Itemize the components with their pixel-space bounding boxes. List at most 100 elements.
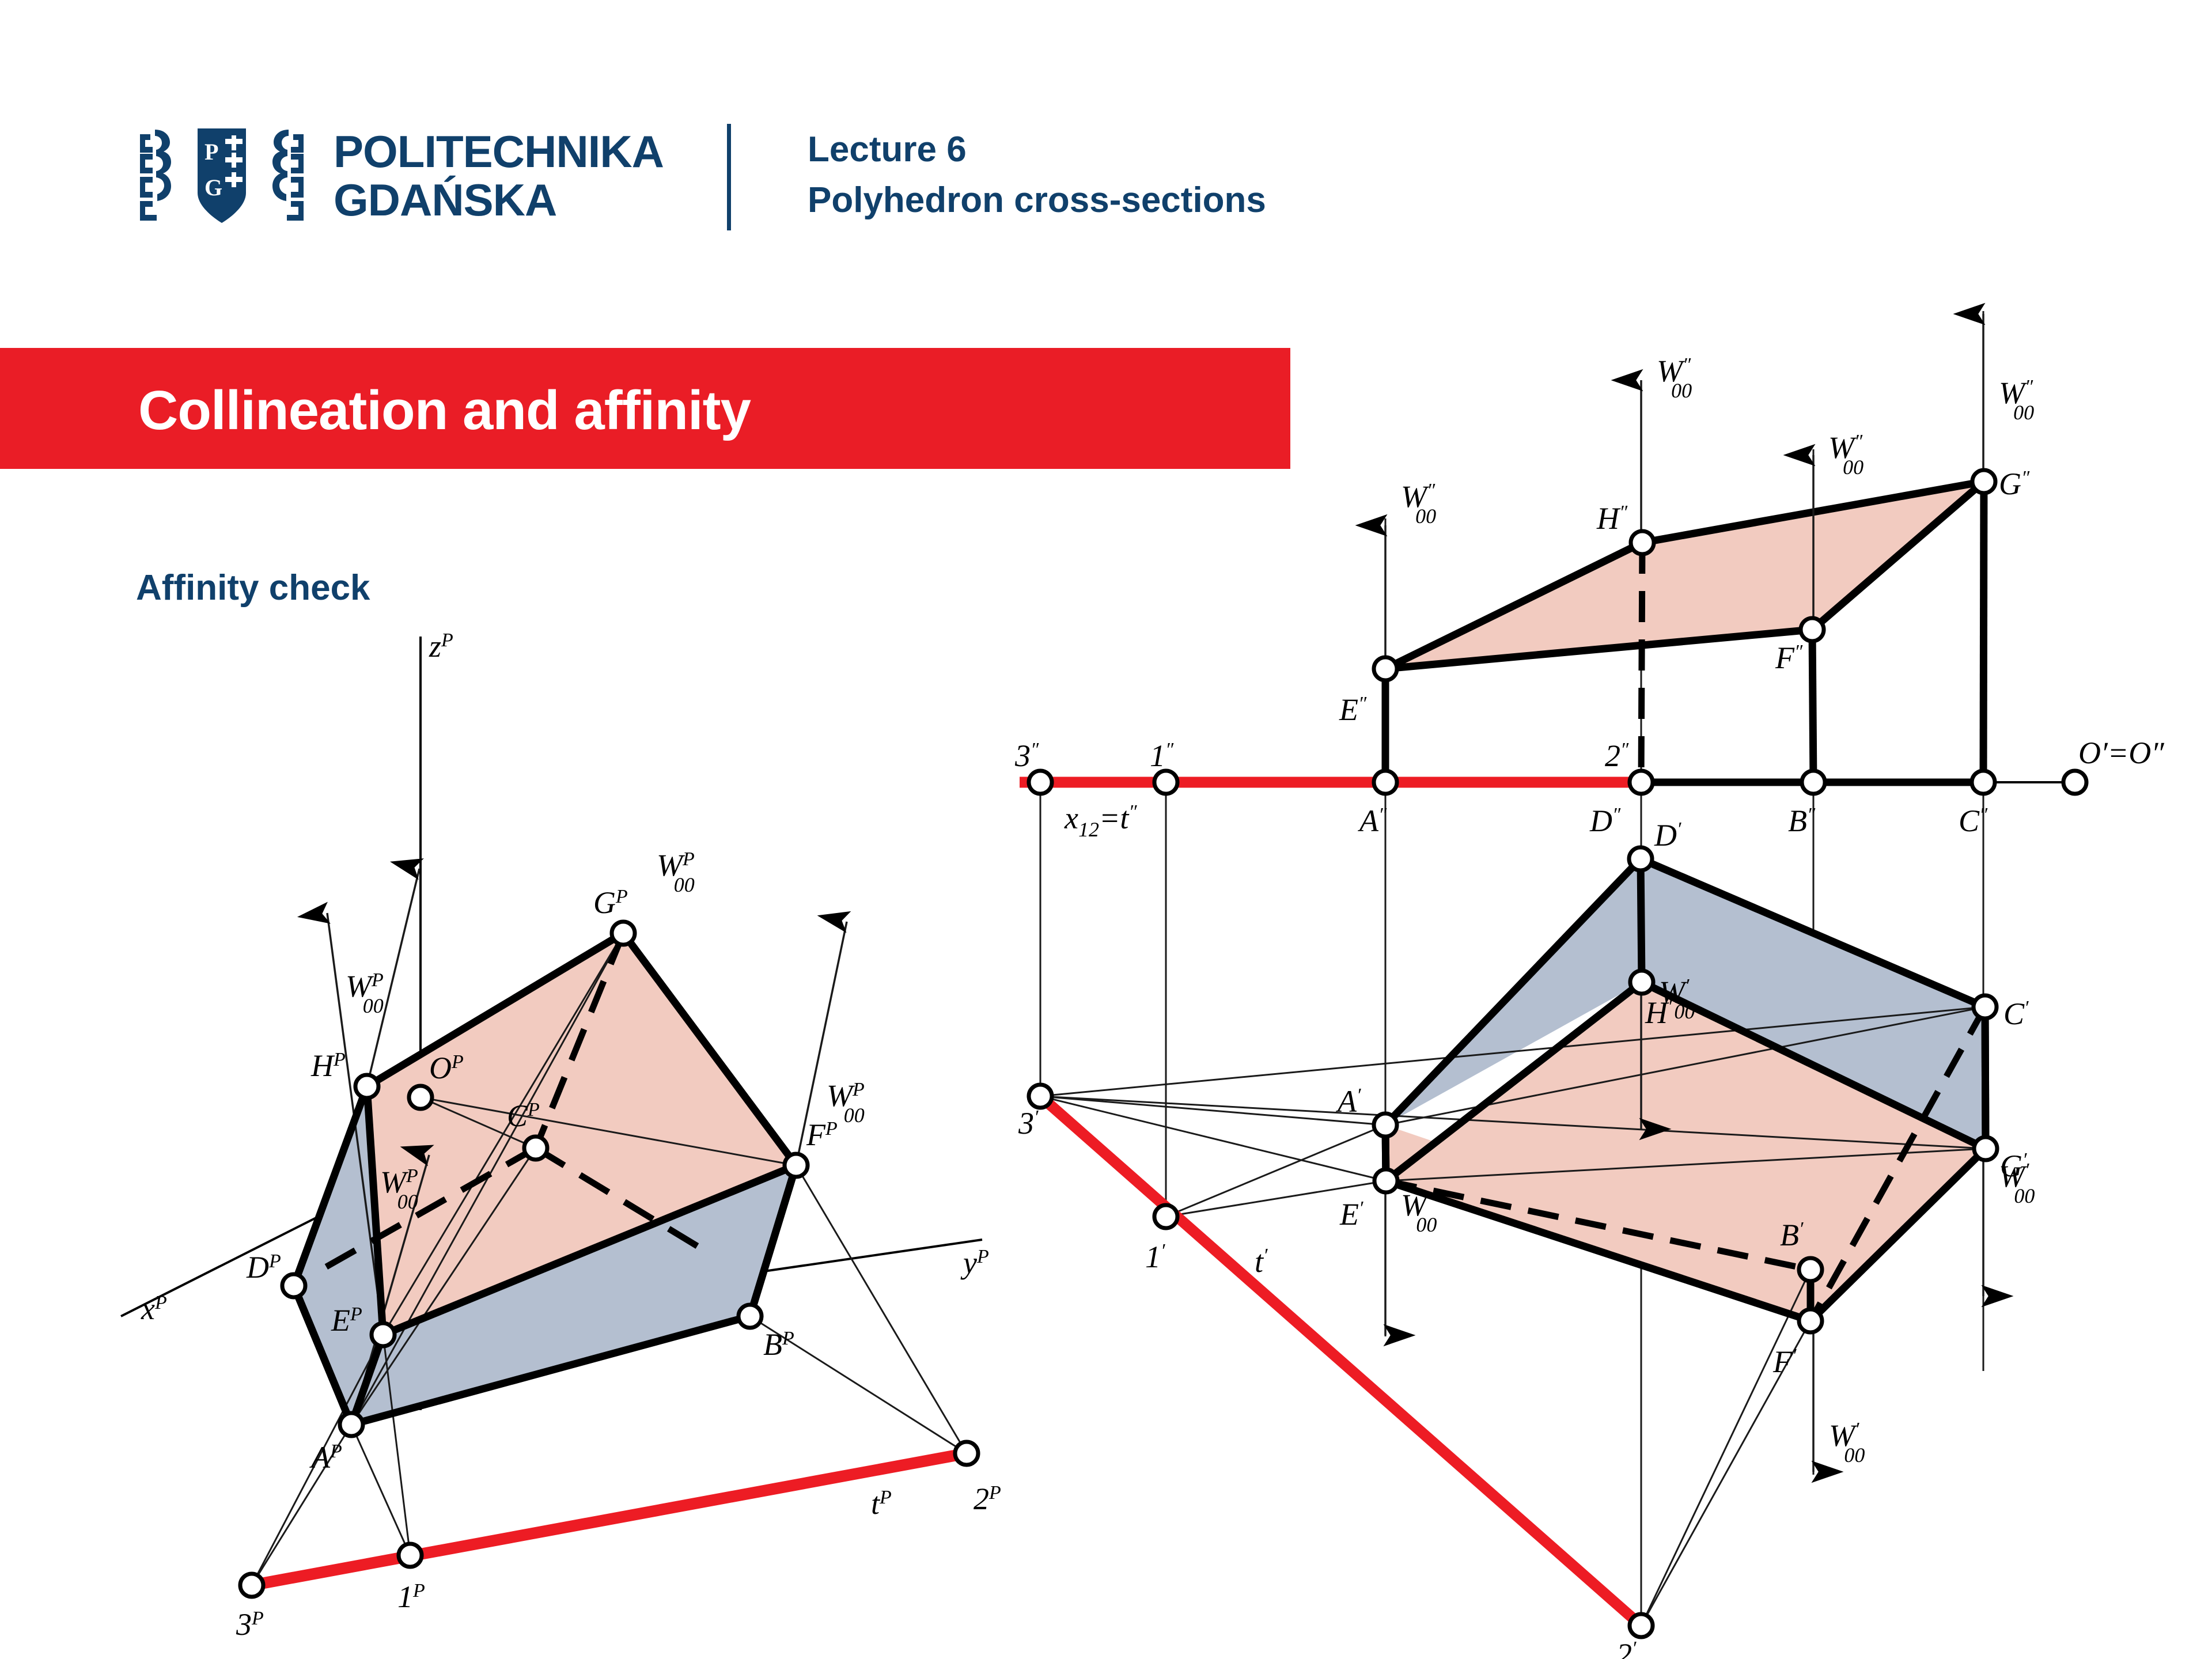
front-view-w00-label-1: W″00 [1401, 479, 1436, 528]
label-F-dd: F″ [1775, 641, 1803, 675]
label-F-d: F′ [1772, 1344, 1797, 1379]
label-G-P: GP [593, 885, 628, 920]
top-view-hidden-edges [1385, 1005, 1988, 1323]
label-2-dd: 2″ [1605, 738, 1629, 773]
front-view-w00-label-2: W″00 [1657, 354, 1692, 402]
label-B-P: BP [763, 1327, 794, 1362]
point-B-d [1797, 1256, 1824, 1283]
point-A-d [1372, 1111, 1399, 1139]
label-A-dd: A″ [1358, 804, 1387, 838]
label-A-P: AP [309, 1440, 342, 1475]
point-F-P [782, 1152, 810, 1179]
label-O-origin: O′=O″ [2078, 736, 2164, 770]
university-logo-block: P G POLITECHNIKA GDAŃSKA [135, 124, 664, 228]
label-3-d: 3′ [1018, 1106, 1039, 1141]
crest-letter-p: P [204, 139, 218, 165]
label-3-dd: 3″ [1014, 738, 1039, 773]
label-t-d: t′ [1255, 1244, 1268, 1279]
label-C-d: C′ [2003, 997, 2029, 1031]
point-1-P [396, 1541, 424, 1569]
front-view-hidden-edges [1638, 542, 1646, 783]
axonometric-construction-lines [251, 933, 968, 1586]
axonometric-point-labels: AP BP CP DP EP FP GP HP OP 1P 2P 3P tP [236, 885, 1001, 1642]
label-3-P: 3P [236, 1607, 264, 1642]
point-C-dd [1969, 768, 1997, 796]
point-1-d [1152, 1203, 1180, 1230]
orthographic-vertex-markers [1027, 468, 2089, 1639]
point-H-dd [1628, 529, 1656, 556]
label-E-P: EP [331, 1303, 362, 1338]
university-name: POLITECHNIKA GDAŃSKA [334, 126, 664, 225]
label-1-dd: 1″ [1150, 738, 1174, 773]
point-E-dd [1372, 655, 1399, 683]
point-F-d [1797, 1307, 1824, 1335]
point-3-P [238, 1571, 266, 1599]
point-3-d [1027, 1082, 1054, 1110]
axis-x-label: xP [141, 1291, 167, 1326]
university-name-line2: GDAŃSKA [334, 175, 557, 225]
label-D-P: DP [246, 1250, 281, 1285]
university-name-line1: POLITECHNIKA [334, 126, 664, 177]
label-x12-t: x12=t″ [1064, 801, 1137, 841]
label-D-dd: D″ [1589, 804, 1621, 838]
point-3-dd [1027, 768, 1054, 796]
header-divider [727, 124, 731, 230]
point-D-dd [1627, 768, 1655, 796]
orthographic-point-labels: 3″ 1″ x12=t″ A″ 2″ D″ B″ C″ O′=O″ E″ F″ … [1014, 467, 2164, 1659]
slide-title: Collineation and affinity [138, 380, 751, 441]
label-H-dd: H″ [1596, 501, 1628, 536]
label-1-d: 1′ [1145, 1240, 1165, 1274]
axonometric-hidden-edges [319, 931, 710, 1273]
lecture-number: Lecture 6 [808, 130, 967, 169]
point-2-P [953, 1440, 980, 1467]
label-G-dd: G″ [1999, 467, 2030, 501]
point-F-dd [1798, 616, 1826, 643]
lecture-info: Lecture 6 Polyhedron cross-sections [808, 124, 1266, 226]
point-G-dd [1970, 468, 1998, 495]
axonometric-affinity-axis [251, 1448, 968, 1591]
label-E-d: E′ [1339, 1197, 1363, 1232]
point-C-P [522, 1134, 550, 1162]
label-H-P: HP [310, 1048, 346, 1083]
section-heading: Affinity check [136, 568, 370, 608]
top-view-direction-arrows [1383, 991, 2014, 1483]
label-D-d: D′ [1654, 818, 1681, 853]
label-2-P: 2P [974, 1482, 1001, 1516]
point-E-P [369, 1321, 397, 1349]
label-E-dd: E″ [1339, 692, 1367, 727]
front-view-w00-label-4: W″00 [1999, 376, 2034, 424]
orthographic-view: W″00 W″00 W″00 W″00 [1014, 302, 2164, 1659]
point-G-d [1972, 1135, 1999, 1162]
front-view-w00-label-3: W″00 [1828, 430, 1863, 479]
axonometric-vertex-markers [238, 919, 980, 1599]
top-view-w00-label-4: W′00 [1829, 1418, 1865, 1467]
axis-z-label: zP [429, 629, 453, 664]
label-2-d: 2′ [1616, 1637, 1637, 1659]
point-A-P [338, 1411, 365, 1438]
label-C-P: CP [507, 1099, 540, 1133]
front-view-direction-arrows [1355, 302, 1986, 665]
lecture-topic: Polyhedron cross-sections [808, 180, 1266, 221]
point-B-P [736, 1302, 764, 1330]
point-H-d [1628, 968, 1656, 996]
label-t-P: tP [871, 1486, 892, 1521]
label-F-P: FP [806, 1118, 838, 1152]
politechnika-gdanska-crest-icon: P G [140, 128, 304, 223]
slide-header: P G POLITECHNIKA GDAŃSKA Lecture 6 Polyh… [0, 0, 2212, 300]
label-1-P: 1P [397, 1580, 425, 1614]
point-1-dd [1152, 768, 1180, 796]
top-view-affinity-axis [1036, 1092, 1645, 1630]
point-H-P [353, 1073, 381, 1100]
point-C-d [1971, 993, 1999, 1021]
point-D-d [1627, 845, 1654, 873]
axis-y-label: yP [960, 1245, 989, 1280]
point-A-dd [1372, 768, 1399, 796]
point-G-P [609, 919, 637, 947]
axonometric-cut-face [367, 933, 796, 1335]
point-2-d [1627, 1612, 1655, 1639]
crest-letter-g: G [204, 175, 222, 200]
